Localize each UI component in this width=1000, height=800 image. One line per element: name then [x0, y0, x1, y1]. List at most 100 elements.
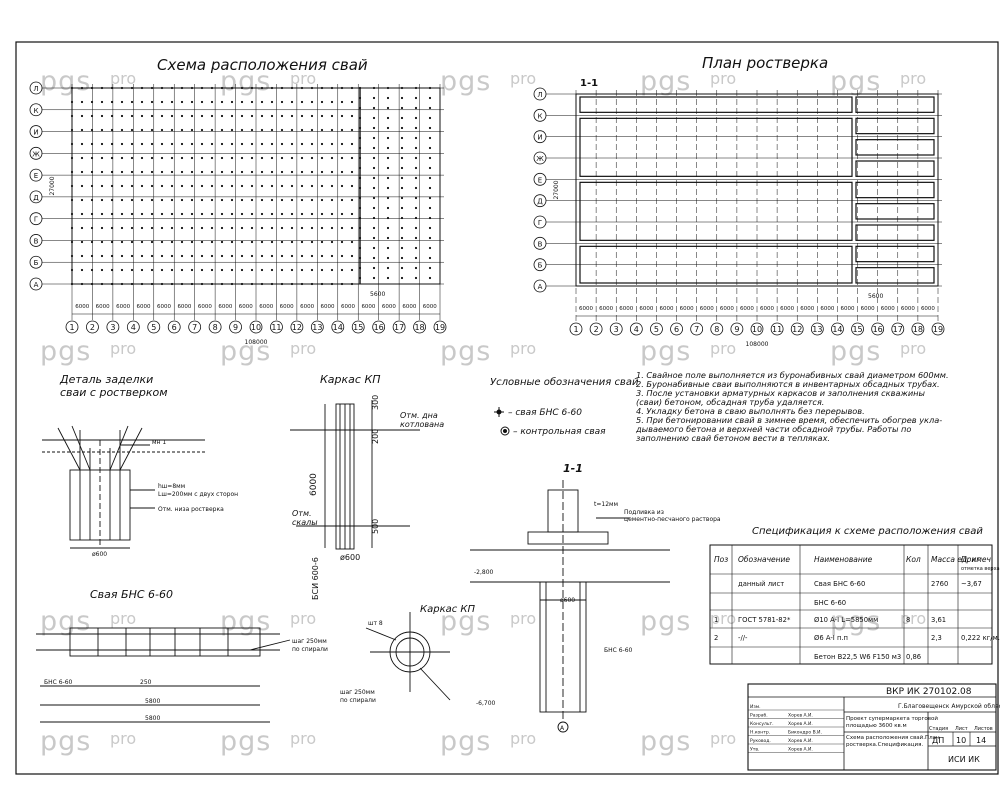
axis-number: 9 — [734, 325, 739, 334]
pile-point — [150, 268, 154, 272]
pile-point — [100, 268, 104, 272]
spec-cell: ГОСТ 5781-82* — [738, 616, 791, 624]
axis-bubble — [126, 320, 140, 334]
pile-point — [100, 198, 104, 202]
pile-point — [386, 226, 390, 230]
pile-point — [100, 226, 104, 230]
pile-point — [400, 236, 404, 240]
axis-letter: К — [538, 112, 543, 120]
pile-point — [330, 128, 334, 132]
pile-point — [210, 170, 214, 174]
pile-point — [120, 226, 124, 230]
pile-point — [386, 96, 390, 100]
pile-point — [300, 128, 304, 132]
pile-point — [140, 268, 144, 272]
pile-point — [386, 246, 390, 250]
span-dim: 6000 — [300, 304, 314, 310]
pile-point — [240, 170, 244, 174]
pile-point — [400, 176, 404, 180]
pile-point — [120, 142, 124, 146]
pile-point — [180, 114, 184, 118]
pile-point — [350, 114, 354, 118]
legend-pile: – свая БНС 6-60 — [508, 408, 582, 418]
axis-bubble-letter — [29, 103, 43, 117]
pile-point — [80, 254, 84, 258]
pile-point — [100, 142, 104, 146]
watermark-pgs: pgs — [830, 606, 881, 637]
pile-point — [230, 268, 234, 272]
pile-point — [400, 156, 404, 160]
axis-bubble — [106, 320, 120, 334]
pile-point — [130, 226, 134, 230]
axis-bubble-letter — [29, 190, 43, 204]
span-dim: 6000 — [599, 306, 613, 312]
pile-point — [210, 198, 214, 202]
axis-bubble — [891, 322, 905, 336]
pile-point — [320, 100, 324, 104]
pile-point — [110, 226, 114, 230]
watermark-pro: pro — [110, 609, 136, 628]
frame-kp2-title: Каркас КП — [420, 604, 476, 615]
pile-point — [386, 166, 390, 170]
pile-point — [210, 226, 214, 230]
pile-point — [280, 184, 284, 188]
span-dim: 6000 — [382, 304, 396, 310]
frame-kp-section — [365, 612, 451, 701]
axis-number: 2 — [90, 323, 95, 332]
axis-number: 5 — [654, 325, 659, 334]
axis-bubble-letter — [533, 130, 547, 144]
axis-number: 13 — [812, 325, 822, 334]
pile-point — [270, 114, 274, 118]
axis-bubble — [147, 320, 161, 334]
pile-point — [320, 128, 324, 132]
pile-point — [70, 240, 74, 244]
pile-point — [428, 206, 432, 210]
pile-point — [150, 142, 154, 146]
pile-point — [250, 254, 254, 258]
axis-letter: Б — [34, 259, 39, 267]
pile-point — [428, 276, 432, 280]
pile-point — [400, 166, 404, 170]
pile-point — [200, 212, 204, 216]
pile-point — [200, 184, 204, 188]
pile-spiral-label-1: шаг 250мм — [292, 638, 327, 645]
axis-number: 17 — [893, 325, 903, 334]
pile-point — [428, 106, 432, 110]
pile-dim-250: 250 — [140, 679, 152, 686]
pile-point — [230, 170, 234, 174]
pile-point — [300, 114, 304, 118]
section-bns: БНС 6-60 — [604, 647, 633, 654]
spec-cell: 2 — [714, 634, 718, 642]
axis-bubble-letter — [533, 215, 547, 229]
stamp-sheet-title-2: ростверка.Спецификация. — [846, 742, 923, 748]
pile-point — [414, 146, 418, 150]
pile-point — [110, 254, 114, 258]
pile-point — [170, 114, 174, 118]
pile-point — [280, 268, 284, 272]
pile-point — [340, 226, 344, 230]
pile-point — [290, 212, 294, 216]
axis-number: 7 — [192, 323, 197, 332]
spec-cell: Ø10 A-I L=5850мм — [814, 616, 878, 624]
spec-cell: 2,3 — [931, 634, 942, 642]
pile-point — [70, 226, 74, 230]
pile-point — [160, 142, 164, 146]
stamp-name: Бикондро В.И. — [788, 730, 822, 736]
pile-point — [270, 198, 274, 202]
axis-bubble-letter — [533, 194, 547, 208]
pile-point — [120, 86, 124, 90]
watermark-pgs: pgs — [830, 336, 881, 367]
pile-point — [240, 156, 244, 160]
pile-point — [190, 184, 194, 188]
pile-point — [414, 116, 418, 120]
pile-point — [220, 240, 224, 244]
pile-point — [230, 114, 234, 118]
pile-point — [190, 198, 194, 202]
sheet-frame — [15, 41, 999, 775]
watermark-pgs: pgs — [440, 336, 491, 367]
span-dim: 6000 — [321, 304, 335, 310]
pile-point — [200, 240, 204, 244]
pile-point — [320, 240, 324, 244]
pile-point — [386, 266, 390, 270]
pile-point — [240, 142, 244, 146]
